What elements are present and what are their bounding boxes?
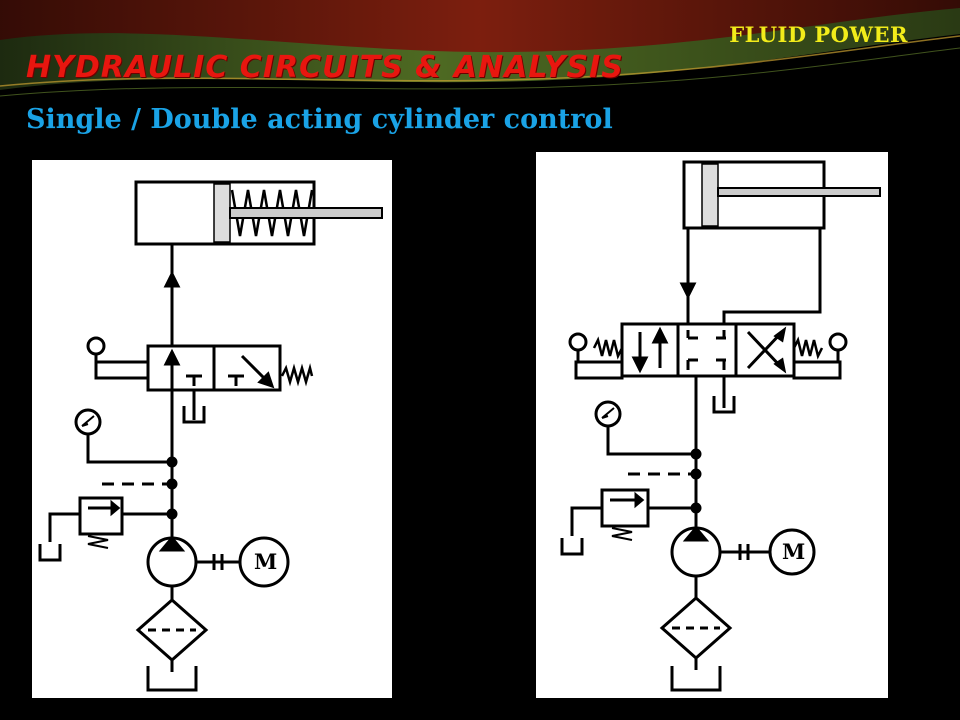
valve-spring (280, 363, 314, 387)
relief-tank (560, 538, 584, 556)
relief-valve (600, 488, 650, 528)
relief-valve-spring (87, 535, 109, 549)
right-actuator (792, 360, 842, 380)
cylinder-piston (213, 183, 231, 243)
manual-actuator (94, 360, 150, 380)
motor-label: M (782, 539, 805, 564)
left-actuator (574, 360, 624, 380)
directional-valve-4-3 (620, 322, 796, 378)
left-spring (592, 336, 624, 360)
piston-rod (717, 187, 881, 197)
double-acting-circuit-diagram: M (536, 152, 888, 698)
electric-motor (768, 528, 816, 576)
page-title: HYDRAULIC CIRCUITS & ANALYSIS (26, 50, 624, 85)
relief-valve-spring (611, 527, 633, 541)
reservoir-tank (670, 666, 722, 692)
page-subtitle: Single / Double acting cylinder control (26, 104, 613, 135)
motor-label: M (254, 549, 277, 574)
course-tag: FLUID POWER (729, 22, 908, 47)
push-button (86, 336, 106, 356)
single-acting-circuit-diagram: M (32, 160, 392, 698)
right-spring (792, 336, 824, 360)
reservoir-tank (146, 666, 198, 692)
right-push-button (828, 332, 848, 352)
return-spring (230, 189, 314, 237)
left-push-button (568, 332, 588, 352)
relief-valve (78, 496, 124, 536)
piston-rod (229, 207, 383, 219)
electric-motor (238, 536, 290, 588)
cylinder-piston (701, 163, 719, 227)
valve-tank (712, 396, 736, 414)
relief-tank (38, 544, 62, 562)
valve-tank (182, 406, 206, 424)
header-banner (0, 0, 960, 97)
